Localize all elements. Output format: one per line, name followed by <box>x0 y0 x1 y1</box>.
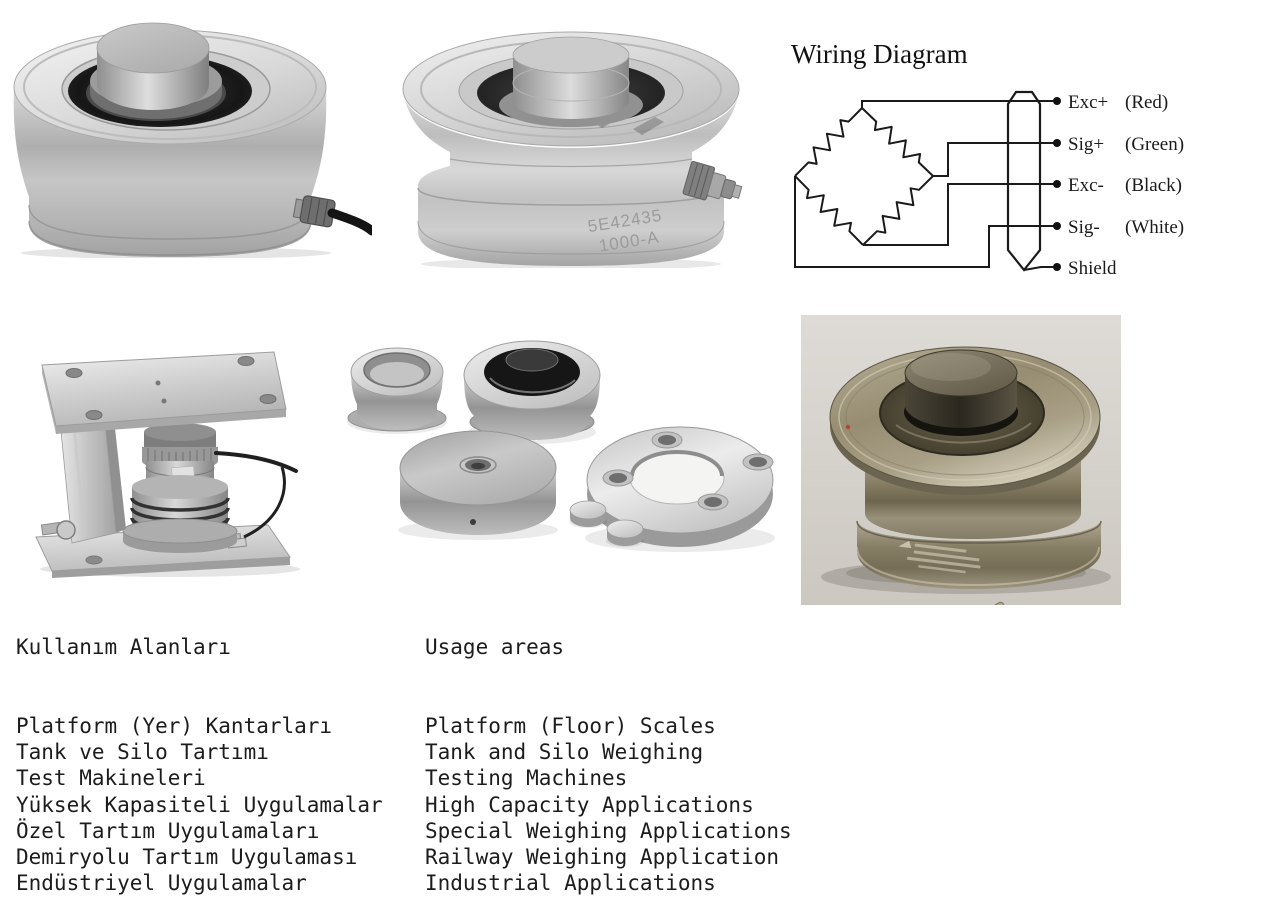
load-button-top <box>512 36 630 74</box>
flange-ring <box>585 426 775 552</box>
wire-shield <box>1023 266 1057 271</box>
load-cell-item <box>463 340 601 444</box>
terminal-wire-color: (White) <box>1125 217 1184 238</box>
usage-item: Testing Machines <box>425 766 628 791</box>
wire-sig-plus <box>933 142 1057 177</box>
resistor-bottom-left <box>794 175 864 246</box>
small-cap <box>569 500 607 528</box>
usage-areas-english-title: Usage areas <box>425 635 565 660</box>
cable <box>214 451 298 473</box>
mounting-assembly-photo <box>35 351 300 578</box>
cell-side-wall <box>13 87 327 257</box>
cell-side-wall <box>403 91 739 266</box>
top-plate <box>41 351 287 434</box>
engraved-label <box>898 540 981 574</box>
solid-disc <box>398 430 558 540</box>
terminal-wire-color: (Green) <box>1125 134 1184 155</box>
terminal-name: Shield <box>1068 258 1117 279</box>
load-cell-body <box>829 346 1102 589</box>
terminal-dot <box>1053 263 1061 271</box>
usage-areas-turkish: Kullanım Alanları Platform (Yer) Kantarl… <box>16 582 383 923</box>
terminal-dot <box>1053 97 1061 105</box>
resistor-top-left <box>794 107 863 177</box>
resistor-bottom-right <box>862 175 934 246</box>
load-cell-body: 5E42435 1000-A <box>402 31 743 268</box>
usage-item: Özel Tartım Uygulamaları <box>16 818 320 843</box>
wiring-diagram-title: Wiring Diagram <box>791 39 968 69</box>
usage-item: Test Makineleri <box>16 766 206 791</box>
cable <box>327 208 372 236</box>
terminal-dots <box>1053 97 1061 271</box>
terminal-dot <box>1053 180 1061 188</box>
load-cell-body <box>13 22 372 258</box>
lower-skirt <box>857 519 1101 589</box>
small-cap <box>606 519 644 547</box>
usage-item: Special Weighing Applications <box>425 818 792 843</box>
usage-item: Tank and Silo Weighing <box>425 740 704 765</box>
groove <box>130 497 230 512</box>
cable-shield-symbol <box>1006 90 1042 272</box>
usage-item: Platform (Yer) Kantarları <box>16 714 333 739</box>
resistor-top-right <box>861 107 934 177</box>
usage-item: Tank ve Silo Tartımı <box>16 740 269 765</box>
usage-areas-turkish-title: Kullanım Alanları <box>16 635 231 660</box>
cable-gland <box>292 195 336 228</box>
wire-exc-minus <box>863 183 1057 246</box>
accessories-photo <box>347 340 775 552</box>
wheatstone-bridge <box>794 107 934 246</box>
wire-exc-plus <box>861 100 1057 108</box>
load-cell-photo-2: 5E42435 1000-A <box>402 31 743 268</box>
usage-item: High Capacity Applications <box>425 792 754 817</box>
button <box>505 348 559 372</box>
terminal-labels: Exc+ (Red) Sig+ (Green) Exc- (Black) Sig… <box>1068 92 1184 279</box>
load-cell-stack <box>122 423 238 553</box>
red-fleck <box>845 424 851 430</box>
wire-sig-minus <box>794 176 1057 268</box>
terminal-name: Exc+ <box>1068 92 1108 113</box>
connector <box>682 160 743 201</box>
terminal-name: Exc- <box>1068 175 1104 196</box>
terminal-wire-color: (Black) <box>1125 175 1182 196</box>
load-button-top <box>96 22 210 74</box>
usage-item: Demiryolu Tartım Uygulaması <box>16 845 358 870</box>
terminal-dot <box>1053 139 1061 147</box>
cup-adapter <box>347 347 447 434</box>
load-cell-photo-3 <box>801 315 1121 605</box>
usage-item: Industrial Applications <box>425 871 716 896</box>
load-cell-photo-1 <box>13 22 372 258</box>
bolt-holes <box>602 431 774 511</box>
wiring-diagram: Wiring Diagram Exc+ (Red) Sig+ (Green) E… <box>791 39 1184 279</box>
terminal-name: Sig- <box>1068 217 1100 238</box>
side-bracket <box>40 412 126 544</box>
load-button-top <box>904 349 1018 397</box>
usage-item: Yüksek Kapasiteli Uygulamalar <box>16 792 383 817</box>
product-page: { "page": { "background": "#ffffff", "te… <box>13 22 1185 896</box>
usage-item: Endüstriyel Uygulamalar <box>16 871 307 896</box>
usage-item: Platform (Floor) Scales <box>425 714 716 739</box>
terminal-wire-color: (Red) <box>1125 92 1168 113</box>
terminal-name: Sig+ <box>1068 134 1104 155</box>
cable-drape <box>243 466 286 539</box>
terminal-dot <box>1053 222 1061 230</box>
usage-item: Railway Weighing Application <box>425 845 780 870</box>
wires <box>794 100 1057 271</box>
